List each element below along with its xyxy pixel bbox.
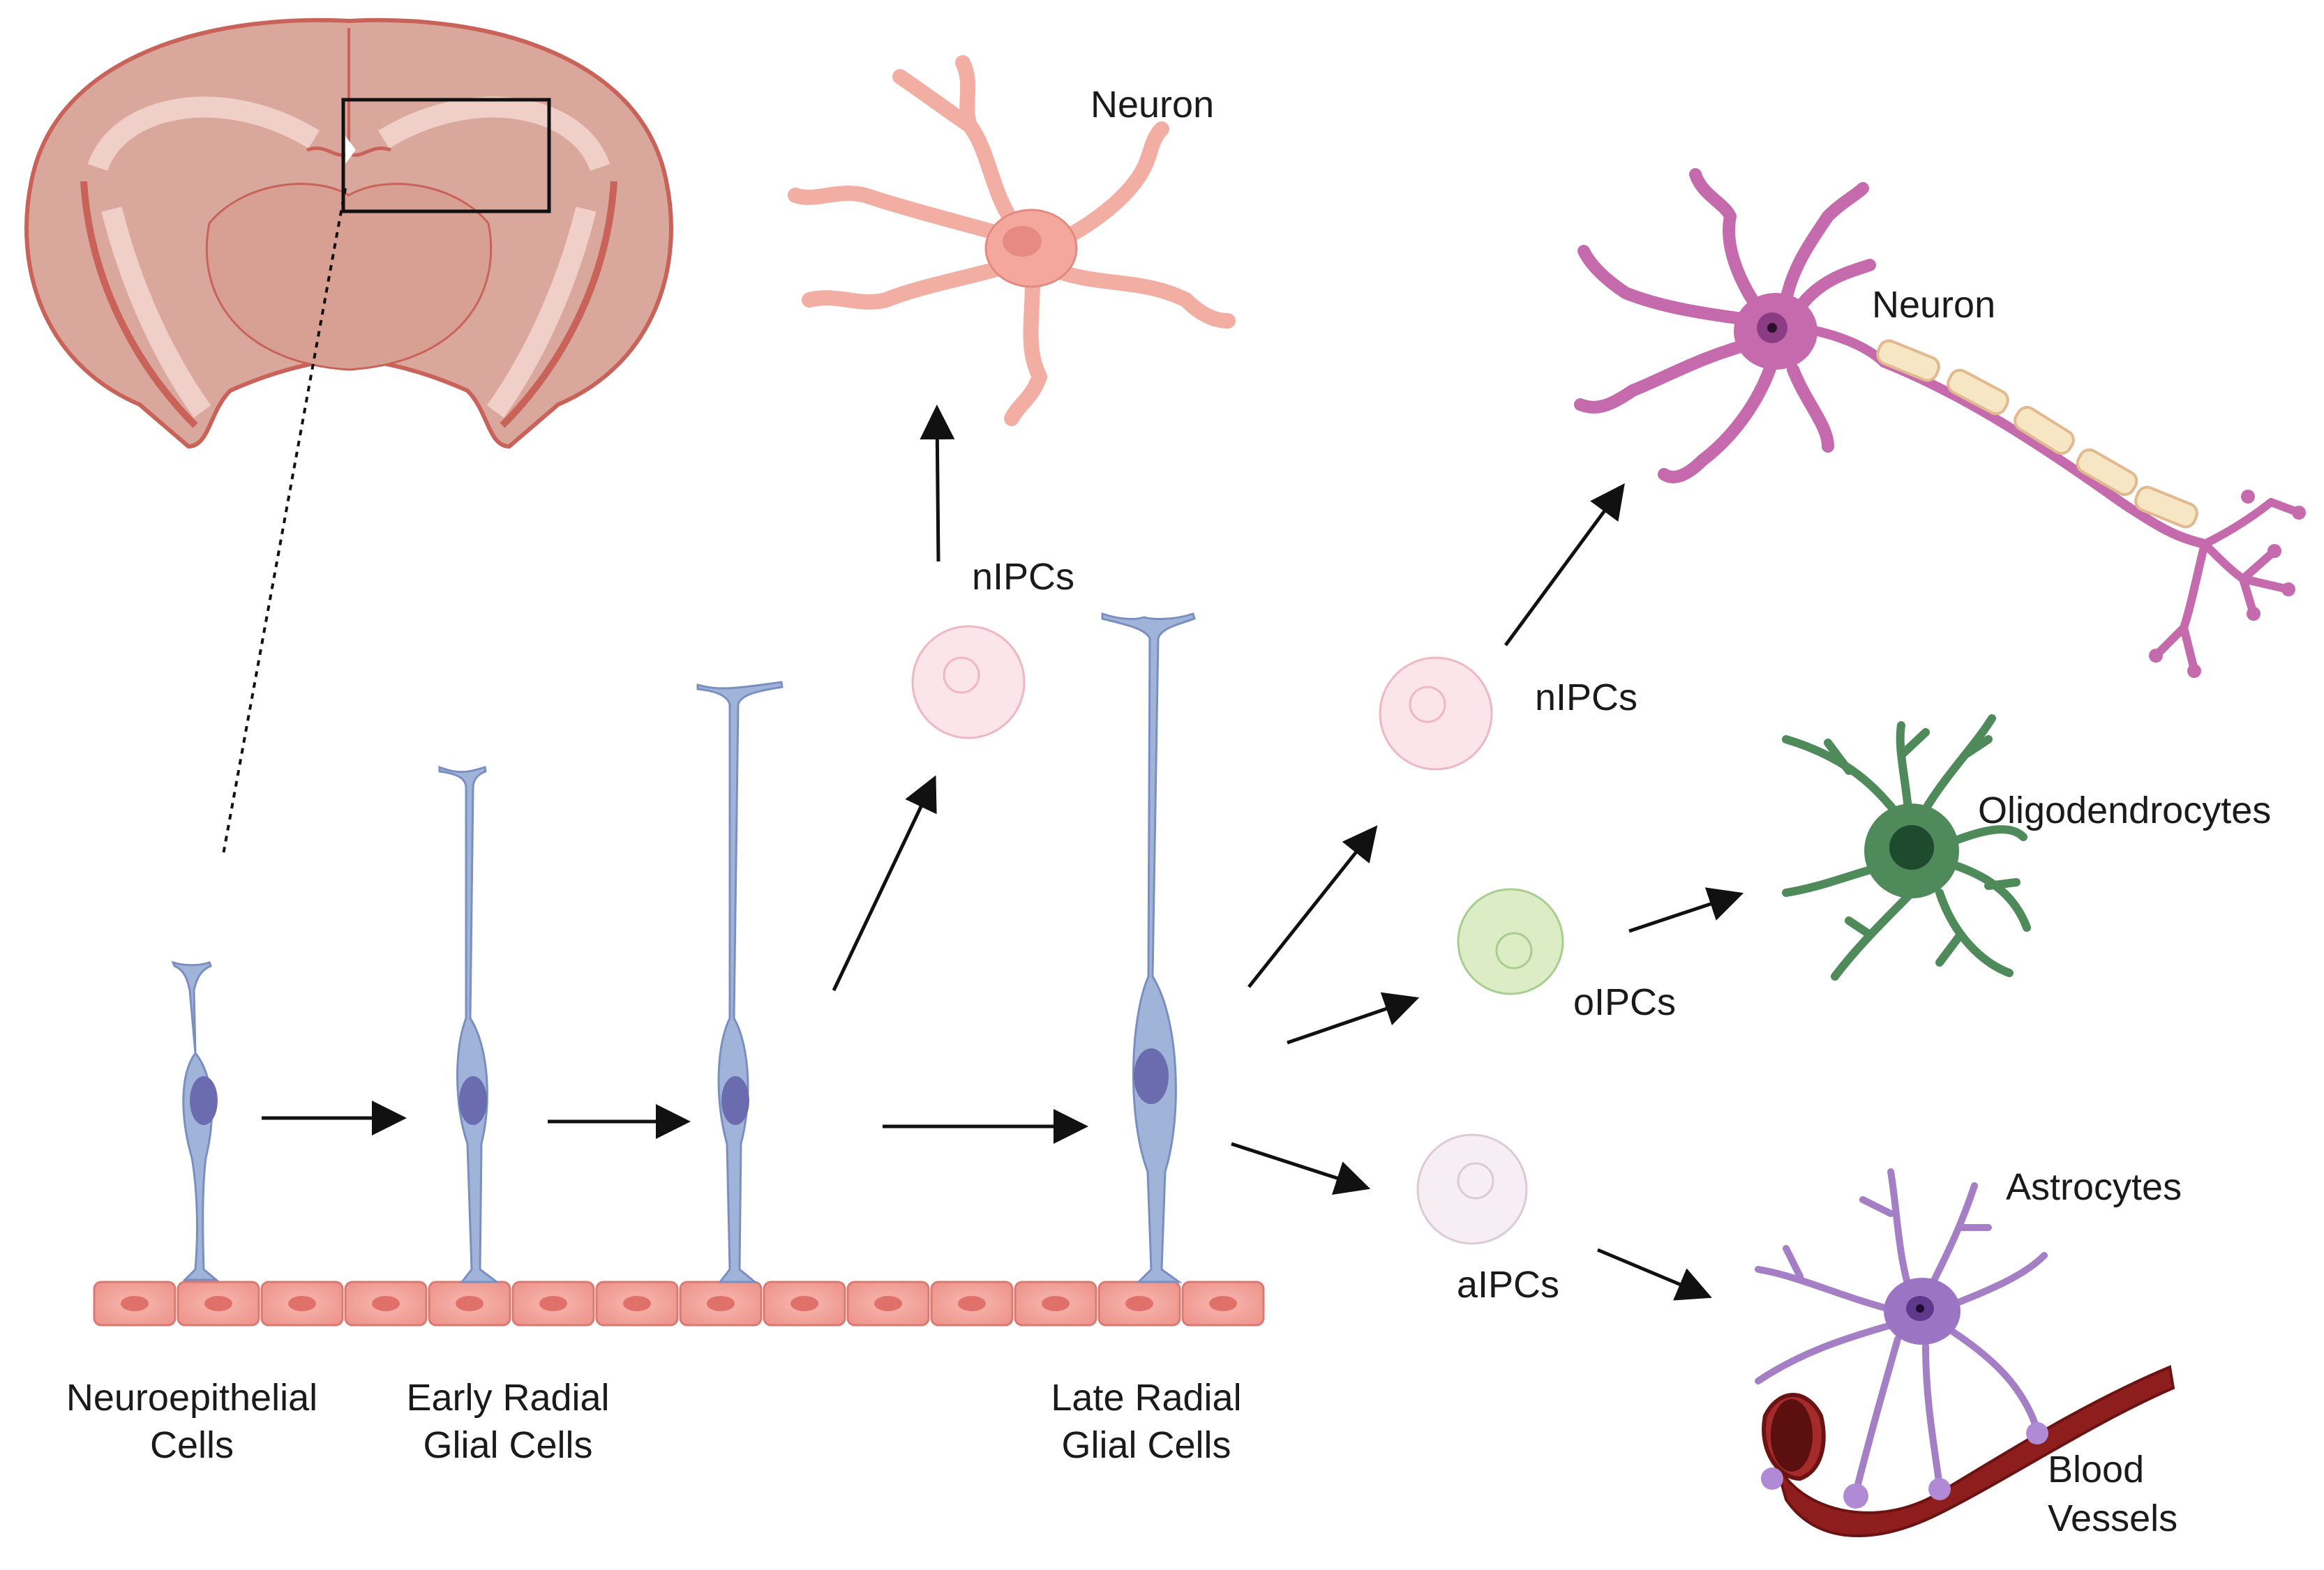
epithelial-nucleus [623, 1296, 651, 1311]
arrow-to-nipcs-top [832, 775, 937, 992]
nucleus [1003, 226, 1042, 257]
epithelial-nucleus [288, 1296, 316, 1311]
epithelial-nucleus [1042, 1296, 1070, 1311]
epithelial-nucleus [372, 1296, 400, 1311]
ventricular-epithelium [93, 1281, 1265, 1327]
astrocyte-cell [1755, 1168, 2048, 1509]
epithelial-nucleus [456, 1296, 483, 1311]
epithelial-nucleus [790, 1296, 818, 1311]
late-radial-glial-cell [1101, 612, 1196, 1283]
nipc-cell-top [911, 625, 1026, 739]
nucleus [459, 1076, 487, 1125]
label-late-radial-line1: Late Radial [1051, 1377, 1241, 1419]
epithelial-nucleus [539, 1296, 567, 1311]
epithelial-nucleus [1209, 1296, 1237, 1311]
label-astrocytes: Astrocytes [2006, 1166, 2182, 1208]
early-radial-glial-cell-1 [438, 765, 500, 1283]
label-early-radial-line2: Glial Cells [423, 1424, 592, 1466]
label-blood-vessels-line1: Blood [2048, 1449, 2144, 1490]
epithelial-nucleus [1125, 1296, 1153, 1311]
nucleus [1134, 1048, 1169, 1104]
label-blood-vessels-line2: Vessels [2048, 1497, 2177, 1539]
label-oipcs: oIPCs [1573, 981, 1676, 1023]
label-neuron-top: Neuron [1090, 84, 1214, 126]
arrow-to-neuron-top [920, 405, 955, 562]
arrow-late-to-oipcs [1287, 992, 1420, 1045]
nipc-cell-right [1379, 656, 1493, 771]
label-aipcs: aIPCs [1457, 1264, 1559, 1306]
early-radial-glial-cell-2 [696, 681, 784, 1283]
nucleus [190, 1076, 218, 1125]
label-early-radial-line1: Early Radial [406, 1377, 609, 1419]
neuroepithelial-cell [171, 960, 220, 1281]
epithelial-nucleus [121, 1296, 149, 1311]
label-oligodendrocytes: Oligodendrocytes [1978, 790, 2271, 831]
epithelial-nucleus [958, 1296, 986, 1311]
epithelial-nucleus [707, 1296, 735, 1311]
oipc-cell [1457, 888, 1564, 995]
arrow-nipcs-to-neuron [1504, 483, 1625, 647]
nucleus [1889, 825, 1934, 870]
arrow-oipcs-to-oligodendrocyte [1628, 887, 1744, 933]
nucleus [721, 1076, 749, 1125]
label-neuroepithelial-line2: Cells [150, 1424, 234, 1466]
zoom-box [341, 98, 551, 213]
label-nipcs-top: nIPCs [972, 556, 1074, 598]
label-late-radial-line2: Glial Cells [1061, 1424, 1231, 1466]
label-nipcs-right: nIPCs [1535, 677, 1637, 718]
arrow-late-to-nipcs [1247, 825, 1378, 988]
blood-vessel [1762, 1365, 2175, 1537]
arrow-late-to-aipcs [1231, 1142, 1371, 1195]
epithelial-nucleus [204, 1296, 232, 1311]
label-neuroepithelial-line1: Neuroepithelial [66, 1377, 317, 1419]
epithelial-nucleus [874, 1296, 902, 1311]
label-neuron-right: Neuron [1872, 284, 1995, 326]
oligodendrocyte-cell [1782, 714, 2031, 981]
aipc-cell [1416, 1133, 1528, 1245]
zoom-dotted-line [222, 188, 347, 855]
arrow-aipcs-to-astrocyte [1597, 1248, 1712, 1301]
brain-section [24, 17, 673, 449]
neuron-cell-right [1574, 168, 2306, 678]
